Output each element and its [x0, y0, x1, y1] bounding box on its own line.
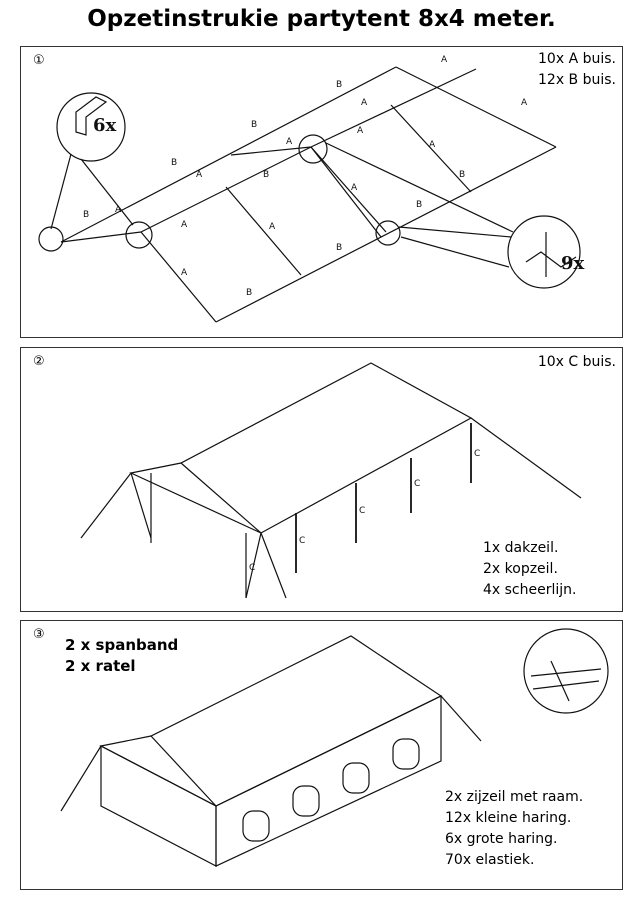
cross-joint-icon	[525, 232, 577, 277]
svg-text:A: A	[429, 140, 436, 150]
full-tent-drawing	[60, 628, 609, 867]
step-3-parts-left: 2 x spanband 2 x ratel	[65, 635, 178, 677]
step-1-panel: ① 10x A buis. 12x B buis.	[20, 46, 623, 338]
pole-label: C	[474, 449, 480, 459]
svg-text:A: A	[357, 126, 364, 136]
svg-text:B: B	[251, 120, 257, 130]
pole-label: C	[359, 506, 365, 516]
frame-drawing: A B A A B B B A A A A A A B B A A B A B …	[38, 55, 585, 323]
parts-item: 2x kopzeil.	[483, 561, 558, 577]
ratchet-detail-icon	[523, 628, 609, 714]
step-2-parts-bottom: 1x dakzeil. 2x kopzeil. 4x scheerlijn.	[483, 538, 576, 601]
svg-text:B: B	[459, 170, 465, 180]
step-3-number: ③	[33, 627, 45, 642]
parts-item: 12x kleine haring.	[445, 810, 572, 826]
svg-text:B: B	[336, 80, 342, 90]
svg-text:A: A	[115, 205, 122, 215]
parts-item: 1x dakzeil.	[483, 540, 559, 556]
side-poles	[295, 423, 472, 573]
tent-roof-drawing: C C C C C	[80, 362, 582, 599]
svg-text:A: A	[181, 220, 188, 230]
svg-text:A: A	[181, 268, 188, 278]
parts-item: 2x zijzeil met raam.	[445, 789, 584, 805]
svg-text:A: A	[351, 183, 358, 193]
parts-item: 2 x spanband	[65, 636, 179, 654]
parts-item: 4x scheerlijn.	[483, 582, 577, 598]
svg-text:A: A	[441, 55, 448, 65]
pole-label: C	[249, 563, 255, 573]
parts-item: 10x A buis.	[538, 51, 616, 67]
window-icons	[242, 738, 420, 842]
parts-item: 2 x ratel	[65, 657, 136, 675]
parts-item: 70x elastiek.	[445, 852, 535, 868]
svg-text:B: B	[246, 288, 252, 298]
elbow-joint-icon	[75, 96, 108, 136]
detail-circles	[38, 92, 581, 289]
svg-text:B: B	[336, 243, 342, 253]
svg-text:A: A	[196, 170, 203, 180]
pole-label: C	[299, 536, 305, 546]
parts-item: 12x B buis.	[538, 72, 616, 88]
svg-text:B: B	[171, 158, 177, 168]
svg-text:B: B	[83, 210, 89, 220]
step-1-number: ①	[33, 53, 45, 68]
tent-body	[60, 635, 482, 867]
svg-text:A: A	[521, 98, 528, 108]
step-2-parts-top: 10x C buis.	[538, 352, 616, 373]
svg-text:B: B	[416, 200, 422, 210]
svg-text:A: A	[361, 98, 368, 108]
tent-outline	[80, 362, 582, 599]
callout-9x: 9x	[561, 253, 585, 274]
step-3-parts-bottom: 2x zijzeil met raam. 12x kleine haring. …	[445, 787, 583, 871]
step-2-number: ②	[33, 354, 45, 369]
pole-label: C	[414, 479, 420, 489]
svg-text:B: B	[263, 170, 269, 180]
document-title: Opzetinstrukie partytent 8x4 meter.	[87, 6, 556, 32]
svg-text:A: A	[286, 137, 293, 147]
step-3-panel: ③ 2 x spanband 2 x ratel 2x zijzeil met …	[20, 620, 623, 890]
parts-item: 6x grote haring.	[445, 831, 558, 847]
callout-6x: 6x	[93, 115, 117, 136]
roof-frame	[60, 66, 557, 323]
svg-text:A: A	[269, 222, 276, 232]
parts-item: 10x C buis.	[537, 354, 616, 370]
step-2-panel: ② 10x C buis. 1x dakzeil. 2x kopzeil. 4x…	[20, 347, 623, 612]
step-1-parts-list: 10x A buis. 12x B buis.	[538, 49, 616, 91]
